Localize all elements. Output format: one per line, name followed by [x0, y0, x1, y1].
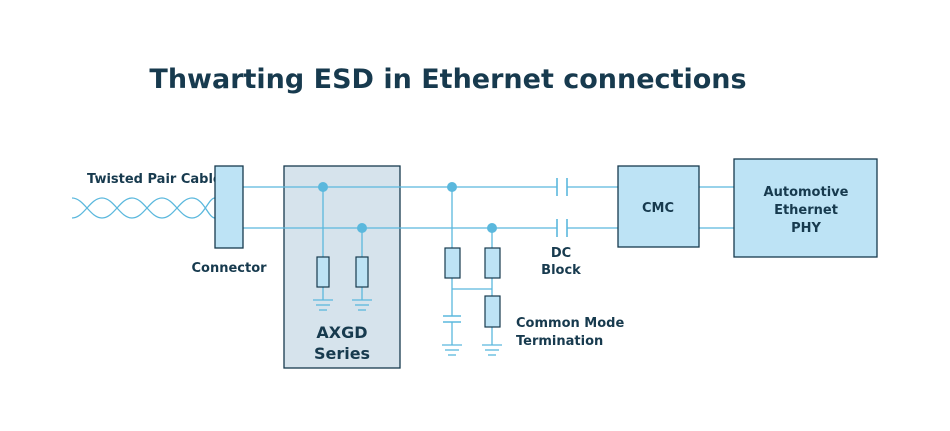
junction-dot [357, 223, 367, 233]
phy-block [733, 158, 878, 258]
connector-label: Connector [191, 261, 267, 276]
ground-symbol-axgd-2 [352, 299, 372, 311]
twisted-pair-cable [71, 197, 216, 219]
termination-capacitor [443, 315, 461, 323]
axgd-label-1: AXGD [316, 323, 367, 342]
termination-resistor-1 [444, 247, 461, 279]
cmc-label: CMC [642, 201, 674, 216]
ground-symbol-term-1 [442, 344, 462, 356]
common-mode-label-2: Termination [516, 334, 603, 349]
dc-block-label-1: DC [551, 246, 571, 261]
dc-block-capacitors [556, 178, 568, 237]
termination-wiring [451, 187, 493, 345]
termination-resistor-3 [484, 295, 501, 328]
axgd-device-2 [355, 256, 369, 288]
axgd-series-box [283, 165, 401, 369]
cmc-block [617, 165, 700, 248]
connector [214, 165, 244, 249]
phy-label-3: PHY [791, 221, 821, 236]
termination-resistor-2 [484, 247, 501, 279]
twisted-pair-label: Twisted Pair Cable [87, 172, 222, 187]
diagram-title: Thwarting ESD in Ethernet connections [149, 64, 746, 95]
ground-symbol-term-2 [482, 344, 502, 356]
dc-block-label-2: Block [541, 263, 581, 278]
axgd-label-2: Series [314, 344, 370, 363]
phy-label-1: Automotive [764, 185, 849, 200]
signal-lines [243, 186, 734, 229]
ground-symbol-axgd-1 [313, 299, 333, 311]
axgd-device-1 [316, 256, 330, 288]
junction-dot [318, 182, 328, 192]
junction-dot [447, 182, 457, 192]
phy-label-2: Ethernet [774, 203, 838, 218]
junction-dot [487, 223, 497, 233]
common-mode-label-1: Common Mode [516, 316, 624, 331]
